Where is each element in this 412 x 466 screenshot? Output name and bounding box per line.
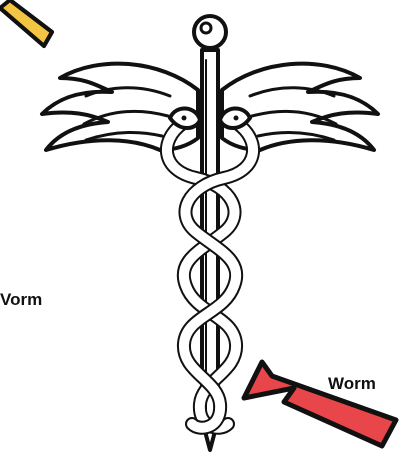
label-right: Worm bbox=[328, 375, 376, 392]
yellow-arrow-icon bbox=[0, 0, 52, 46]
label-left: Vorm bbox=[0, 291, 42, 308]
